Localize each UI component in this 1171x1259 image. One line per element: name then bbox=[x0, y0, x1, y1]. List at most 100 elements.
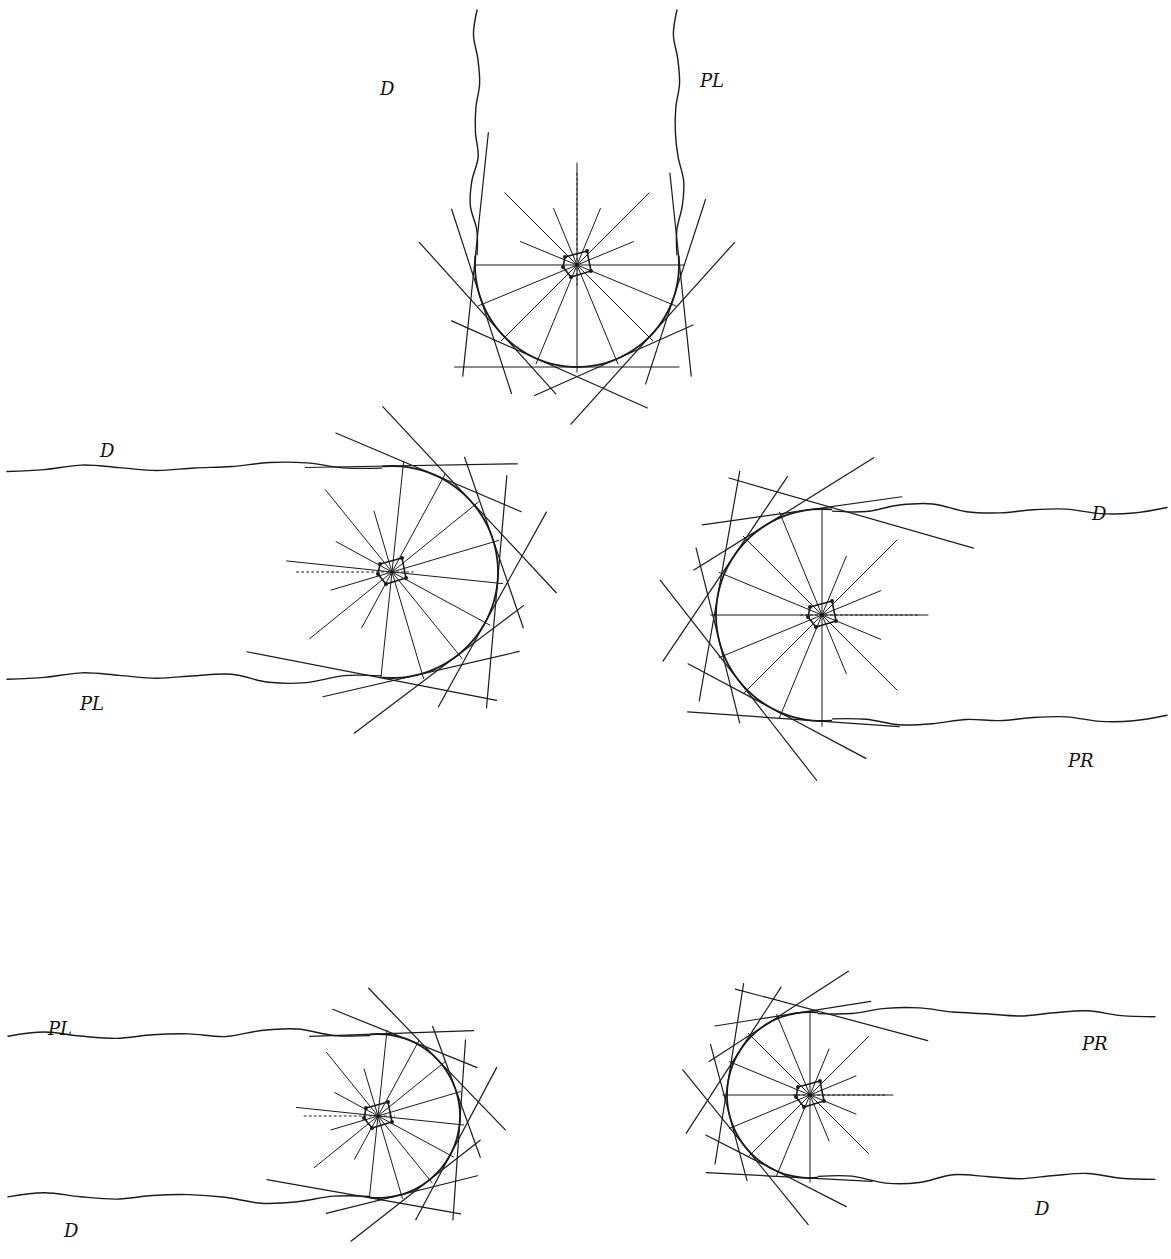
radial-line bbox=[331, 1092, 461, 1130]
centre-dot bbox=[830, 599, 834, 603]
axis-line bbox=[793, 1095, 884, 1096]
tangent-line bbox=[333, 1009, 477, 1067]
tangent-line bbox=[465, 457, 524, 627]
axis-line bbox=[304, 1116, 394, 1117]
centre-dot bbox=[563, 255, 567, 259]
radial-line bbox=[748, 1033, 868, 1153]
tangent-line bbox=[487, 476, 507, 708]
view-label: D bbox=[1092, 505, 1106, 523]
tangent-line bbox=[688, 664, 866, 759]
radial-line bbox=[723, 1095, 893, 1096]
radial-line bbox=[777, 1049, 829, 1176]
axis-line bbox=[297, 572, 414, 573]
tangent-line bbox=[646, 200, 706, 384]
radial-line bbox=[536, 208, 600, 363]
finger-edge bbox=[7, 673, 381, 684]
centre-dot bbox=[561, 265, 565, 269]
radial-line bbox=[326, 1052, 432, 1183]
centre-mark bbox=[378, 558, 406, 584]
centre-dot bbox=[400, 556, 404, 560]
radial-line bbox=[310, 502, 479, 639]
centre-dot bbox=[818, 1079, 822, 1083]
tangent-line bbox=[247, 652, 497, 701]
radial-line bbox=[478, 242, 633, 306]
tangent-line bbox=[715, 984, 744, 1164]
radial-line bbox=[314, 1062, 445, 1168]
radial-line bbox=[336, 542, 490, 625]
view-label: D bbox=[380, 80, 394, 98]
axis-line bbox=[577, 173, 578, 285]
tangent-line bbox=[416, 1068, 497, 1220]
centre-dot bbox=[390, 1120, 394, 1124]
centre-dot bbox=[834, 619, 838, 623]
centre-dot bbox=[806, 615, 810, 619]
radial-line bbox=[729, 1076, 856, 1128]
view-label: D bbox=[64, 1222, 78, 1240]
finger-edge bbox=[833, 503, 1167, 513]
finger-edge bbox=[818, 1173, 1155, 1183]
radial-line bbox=[743, 540, 897, 694]
centre-dot bbox=[362, 1116, 366, 1120]
tangent-line bbox=[323, 651, 519, 696]
radial-line bbox=[501, 193, 649, 341]
fingertip-figure bbox=[683, 971, 1155, 1224]
tangent-line bbox=[699, 471, 739, 701]
radial-line bbox=[355, 1040, 420, 1159]
fingertip-figure bbox=[8, 988, 505, 1241]
radial-line bbox=[711, 615, 928, 616]
centre-mark bbox=[364, 1102, 392, 1128]
tangent-line bbox=[686, 987, 781, 1133]
radial-line bbox=[719, 572, 881, 639]
fingertip-figure bbox=[419, 10, 734, 424]
tangent-line bbox=[452, 209, 512, 393]
tangent-line bbox=[735, 989, 927, 1041]
tangent-line bbox=[683, 1070, 808, 1225]
radial-line bbox=[325, 490, 462, 659]
radial-line bbox=[748, 1036, 868, 1156]
tangent-line bbox=[535, 325, 693, 396]
tangent-line bbox=[663, 477, 787, 662]
radial-line bbox=[729, 1062, 856, 1114]
centre-dot bbox=[796, 1085, 800, 1089]
view-label: PL bbox=[700, 72, 724, 90]
tangent-line bbox=[438, 512, 546, 707]
centre-dot bbox=[808, 605, 812, 609]
centre-dot bbox=[814, 625, 818, 629]
view-label: PL bbox=[48, 1020, 72, 1038]
tangent-line bbox=[571, 242, 735, 424]
radial-line bbox=[335, 1093, 454, 1158]
centre-dot bbox=[384, 582, 388, 586]
tangent-line bbox=[455, 366, 679, 367]
centre-dot bbox=[386, 1100, 390, 1104]
view-label: PR bbox=[1068, 752, 1094, 770]
tangent-line bbox=[383, 407, 557, 593]
radial-line bbox=[374, 511, 424, 679]
radial-line bbox=[779, 512, 846, 674]
view-label: PL bbox=[80, 695, 104, 713]
tangent-line bbox=[696, 548, 740, 723]
view-label: D bbox=[1035, 1200, 1049, 1218]
tangent-line bbox=[336, 433, 521, 512]
centre-dot bbox=[378, 562, 382, 566]
centre-mark bbox=[808, 601, 836, 627]
radial-line bbox=[554, 208, 618, 363]
centre-dot bbox=[370, 1126, 374, 1130]
finger-edge bbox=[470, 10, 480, 255]
fingertip-figure bbox=[7, 407, 556, 734]
centre-dot bbox=[569, 275, 573, 279]
radial-line bbox=[362, 474, 445, 628]
tangent-line bbox=[729, 478, 974, 548]
radial-line bbox=[364, 1069, 402, 1199]
radial-line bbox=[777, 1014, 829, 1141]
tangent-line bbox=[433, 1026, 481, 1157]
finger-edge bbox=[8, 1193, 370, 1204]
tangent-line bbox=[452, 321, 648, 408]
view-label: PR bbox=[1082, 1035, 1108, 1053]
tangent-line bbox=[702, 497, 901, 525]
finger-edge bbox=[833, 715, 1167, 725]
radial-line bbox=[719, 591, 881, 658]
centre-dot bbox=[822, 1099, 826, 1103]
centre-dot bbox=[404, 576, 408, 580]
